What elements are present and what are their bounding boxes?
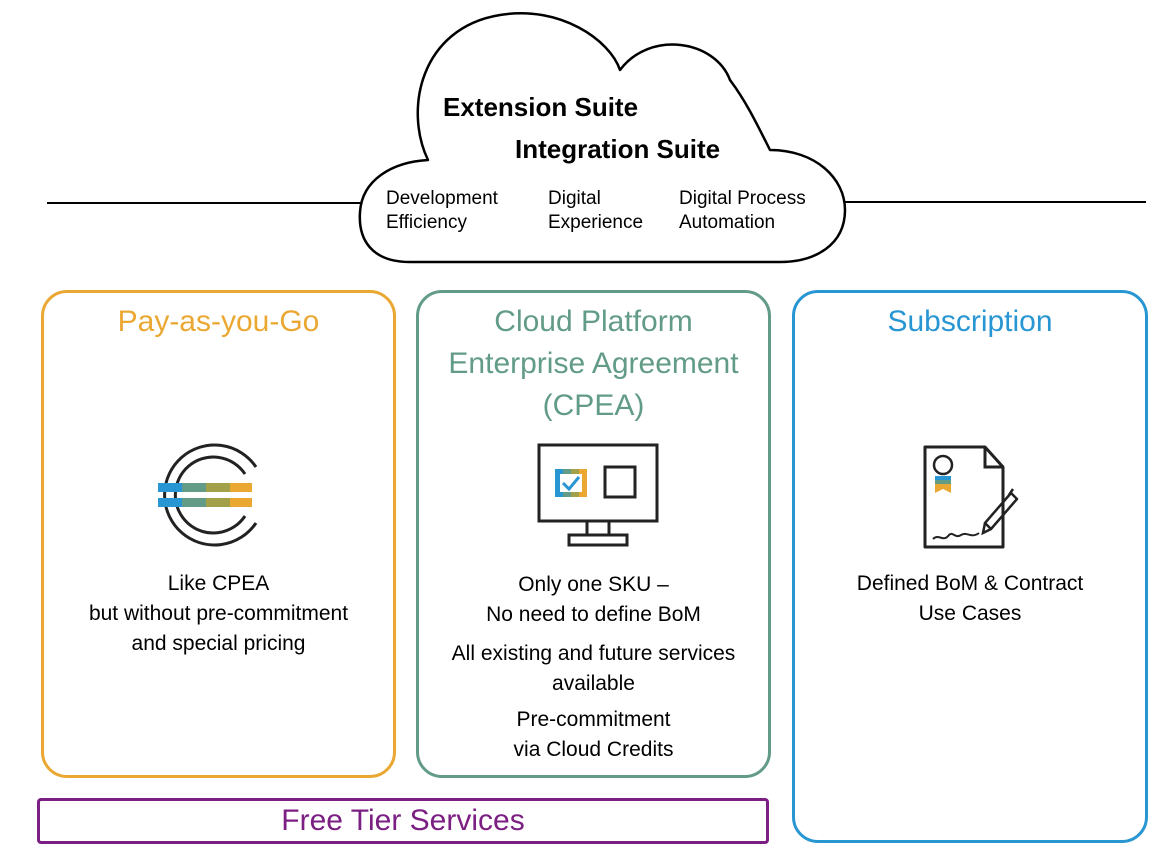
- subscription-title: Subscription: [887, 305, 1053, 338]
- extension-suite-title: Extension Suite: [443, 92, 639, 122]
- monitor-checkbox-icon: [537, 443, 659, 547]
- left-divider-line: [47, 202, 365, 204]
- integration-suite-title: Integration Suite: [515, 134, 721, 164]
- cloud-item-digital-experience: Digital Experience: [548, 188, 644, 233]
- payg-box: Pay-as-you-Go Like CPEA but without pre-…: [41, 290, 396, 778]
- right-divider-line: [840, 201, 1146, 203]
- subscription-box: Subscription Defined BoM & Contract Use …: [792, 290, 1148, 843]
- payg-title: Pay-as-you-Go: [117, 305, 320, 338]
- cpea-title: Cloud Platform Enterprise Agreement (CPE…: [448, 305, 739, 422]
- payg-description: Like CPEA but without pre-commitment and…: [88, 572, 349, 655]
- cpea-description-credits: Pre-commitment via Cloud Credits: [513, 708, 674, 761]
- free-tier-box: Free Tier Services: [37, 798, 769, 844]
- cpea-box: Cloud Platform Enterprise Agreement (CPE…: [416, 290, 771, 778]
- subscription-description: Defined BoM & Contract Use Cases: [856, 572, 1084, 625]
- cloud-item-development-efficiency: Development Efficiency: [386, 188, 498, 233]
- cpea-description-services: All existing and future services availab…: [451, 642, 736, 695]
- free-tier-label: Free Tier Services: [281, 804, 525, 837]
- cpea-description-sku: Only one SKU – No need to define BoM: [486, 573, 701, 626]
- cloud-shape: [358, 12, 847, 264]
- contract-signature-icon: [923, 445, 1019, 549]
- credit-currency-icon: [158, 443, 258, 547]
- cloud-item-digital-process-automation: Digital Process Automation: [679, 188, 806, 233]
